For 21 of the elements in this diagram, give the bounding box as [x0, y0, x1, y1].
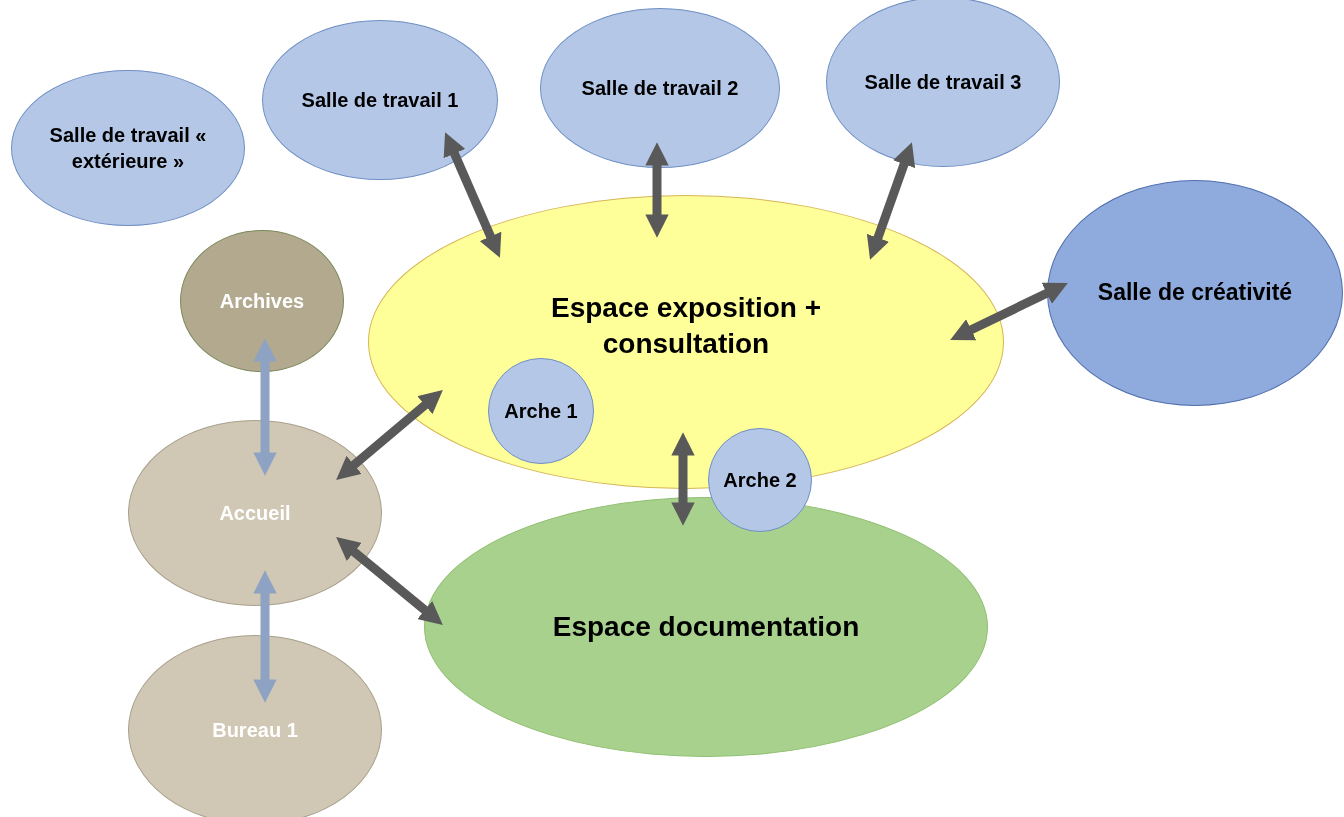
node-label: Salle de travail 2: [581, 76, 739, 101]
double-arrow: [253, 338, 277, 476]
double-arrow: [866, 142, 916, 260]
double-arrow: [336, 390, 443, 480]
double-arrow: [253, 570, 277, 703]
double-arrow: [443, 132, 502, 258]
double-arrow: [950, 282, 1068, 341]
double-arrow: [336, 537, 443, 625]
node-label: Espace documentation: [552, 609, 860, 644]
node-label: Salle de créativité: [1097, 278, 1293, 308]
node-label: Espace exposition + consultation: [550, 290, 822, 361]
node-label: Arche 1: [504, 399, 578, 424]
double-arrow: [645, 142, 669, 238]
node-label: Salle de travail 1: [301, 88, 459, 113]
node-label: Archives: [219, 289, 305, 314]
node-label: Salle de travail 3: [864, 70, 1022, 95]
node-label: Accueil: [219, 501, 291, 526]
node-label: Arche 2: [723, 468, 797, 493]
node-label: Salle de travail « extérieure »: [48, 123, 208, 174]
node-label: Bureau 1: [212, 718, 298, 743]
double-arrow: [671, 432, 695, 526]
